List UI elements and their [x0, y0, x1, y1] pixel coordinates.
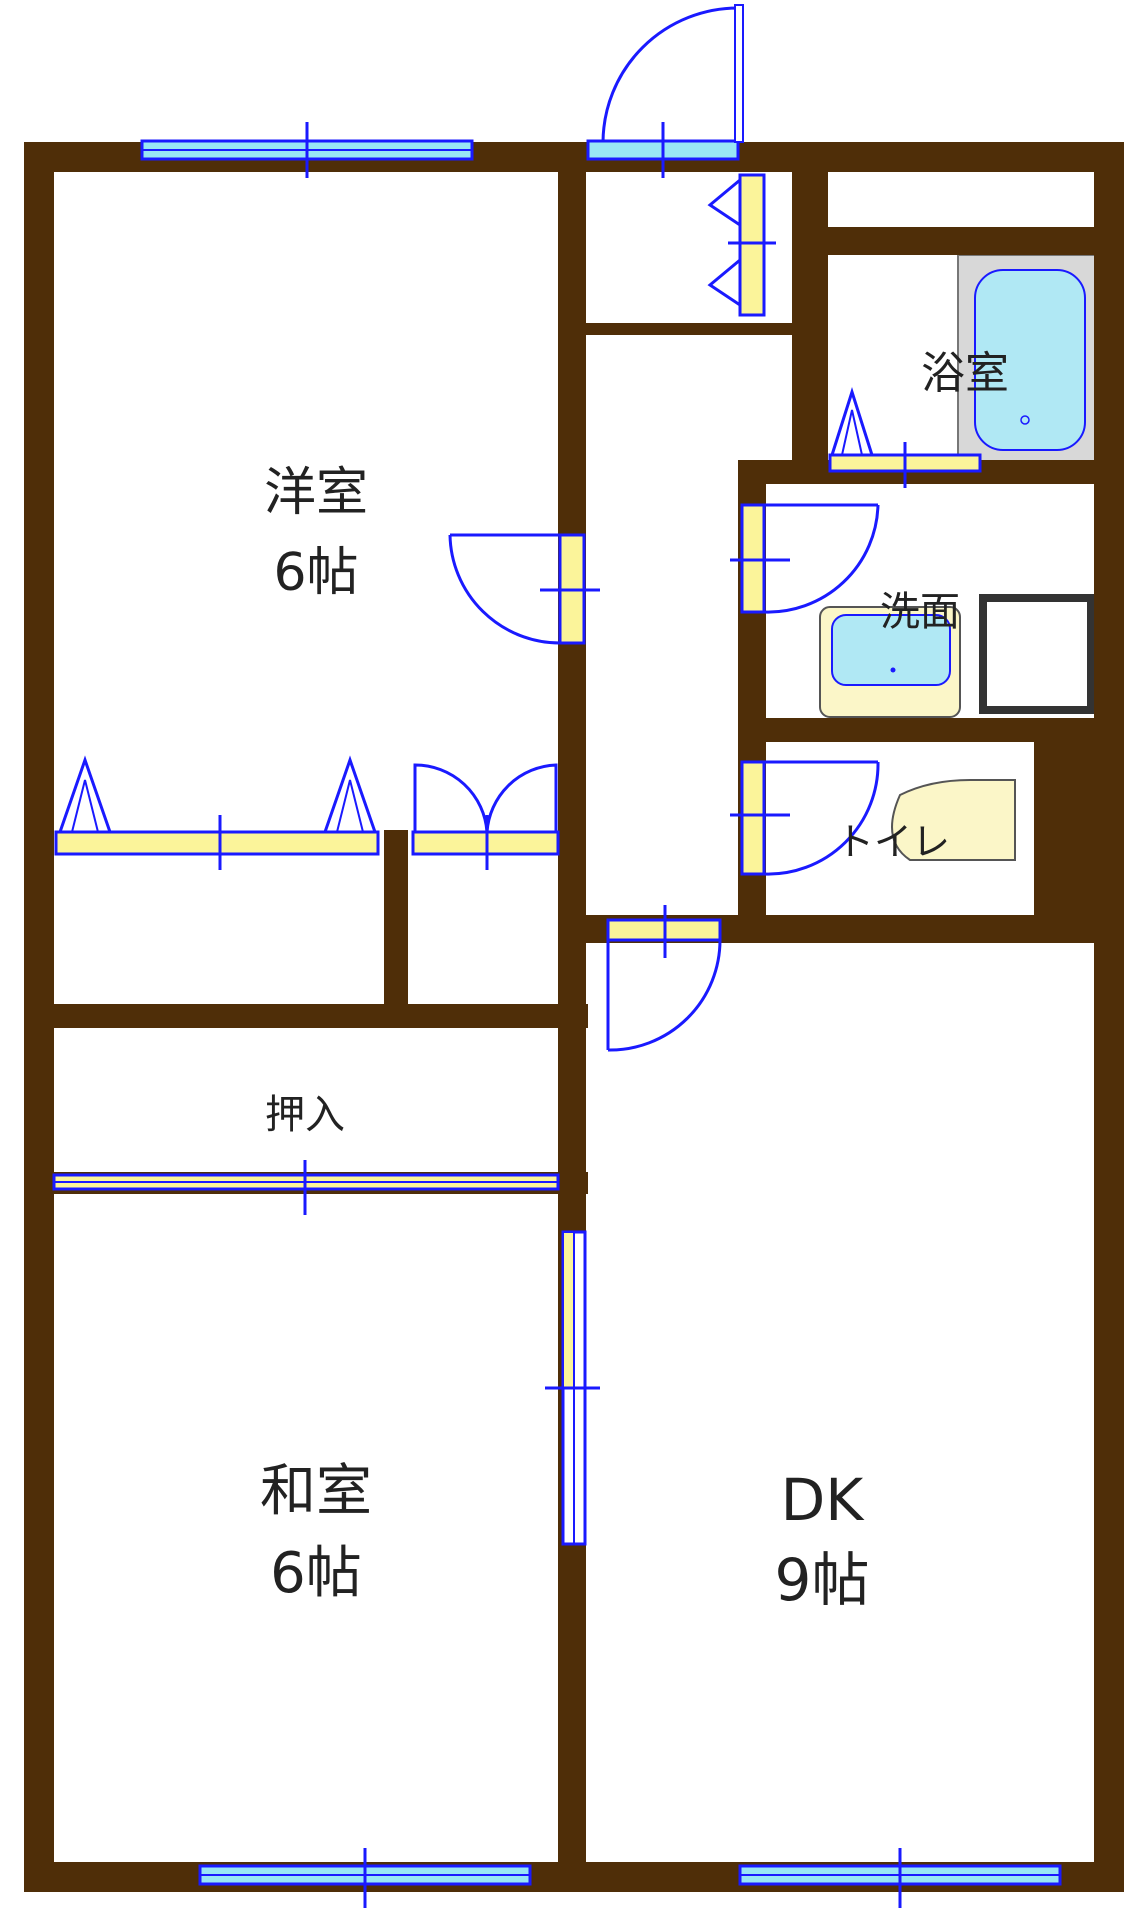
label-japanese-size: 6帖 [270, 1541, 362, 1606]
door-shoe-closet [707, 173, 776, 317]
wall-wardrobe-divider [384, 830, 408, 1028]
window-entry-top [586, 122, 740, 178]
wall-left [24, 142, 54, 1892]
wall-entry-bottom [586, 323, 804, 335]
label-japanese-room: 和室 [260, 1459, 372, 1524]
label-western-room: 洋室 [264, 463, 368, 523]
wall-bath-top [804, 227, 1104, 255]
door-western [448, 533, 600, 645]
door-bath [828, 387, 982, 488]
entrance-door [601, 4, 744, 143]
label-bath: 浴室 [921, 348, 1009, 399]
label-western-size: 6帖 [273, 543, 358, 603]
label-closet: 押入 [265, 1092, 345, 1138]
wall-toilet-right [1034, 718, 1104, 933]
door-japanese-dk-sliding [545, 1230, 600, 1546]
door-toilet [730, 760, 880, 876]
wall-right [1094, 142, 1124, 1892]
bathtub-drain-icon [1020, 415, 1030, 425]
washbasin-drain-icon [890, 667, 896, 673]
window-dk-bottom [738, 1848, 1062, 1908]
door-storage [411, 763, 560, 870]
washbasin-bowl [831, 614, 951, 686]
bathtub [974, 269, 1086, 451]
door-washroom [730, 503, 880, 614]
toilet-fixture [891, 779, 1016, 861]
window-japanese-bottom [198, 1848, 532, 1908]
washing-machine-space [979, 594, 1095, 714]
label-dk-room: DK [781, 1466, 866, 1534]
wall-bath-left [804, 142, 828, 472]
wall-closet-top [54, 1004, 588, 1028]
label-dk-size: 9帖 [775, 1546, 870, 1614]
door-closet-sliding [52, 1160, 560, 1215]
window-western-top [140, 122, 474, 178]
door-wardrobe [54, 755, 380, 870]
label-washroom: 洗面 [880, 589, 960, 635]
label-toilet: トイレ [836, 820, 950, 864]
door-dk [606, 905, 722, 1052]
